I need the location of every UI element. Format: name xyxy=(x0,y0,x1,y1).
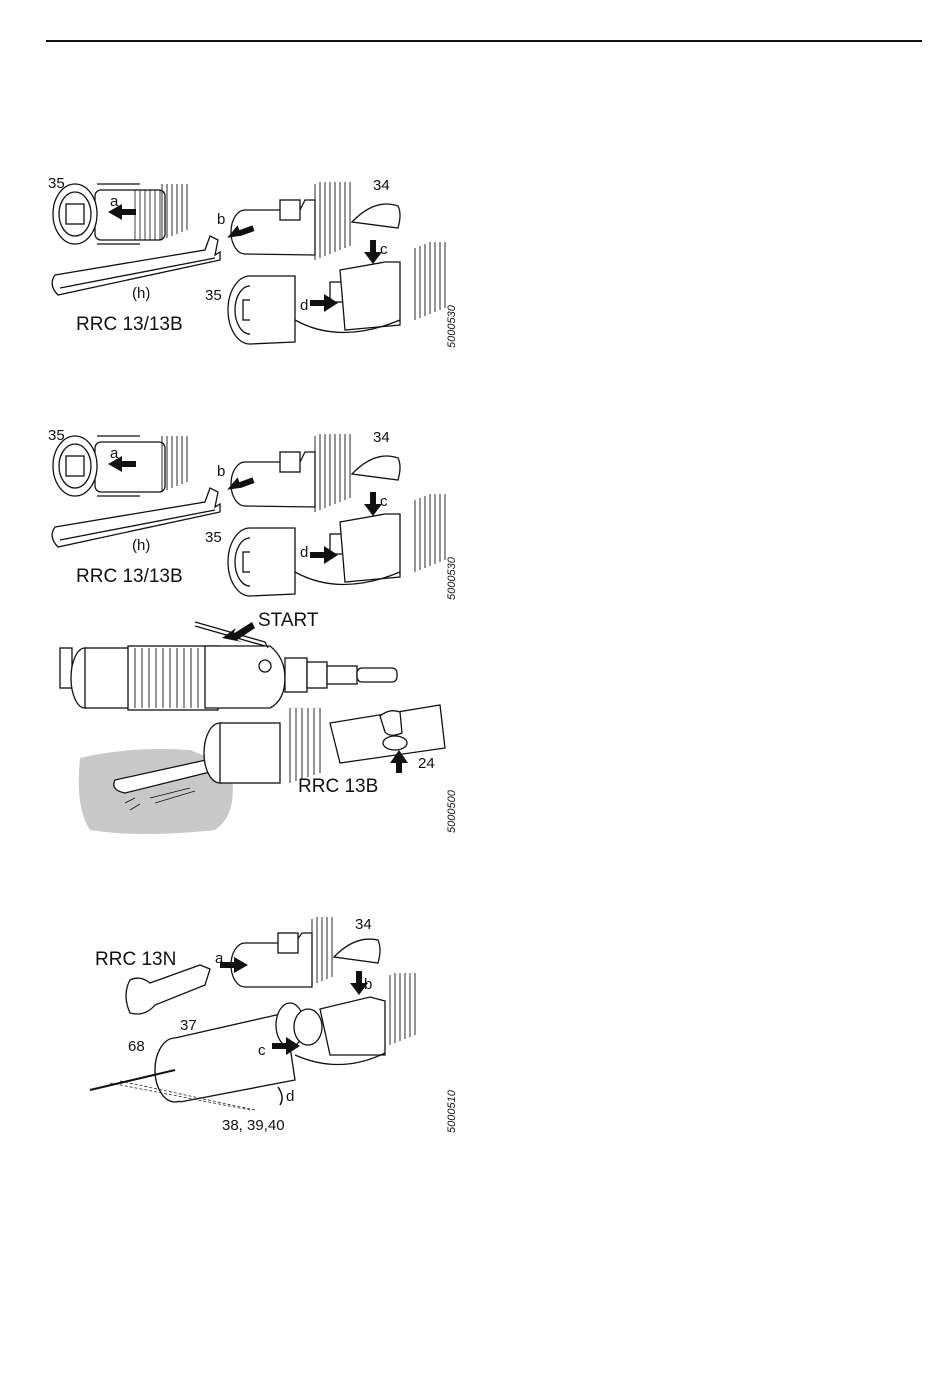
start-label: START xyxy=(258,610,319,631)
callout-b: b xyxy=(217,463,225,480)
callout-34: 34 xyxy=(373,177,390,194)
assembly-illustration-2: 35 34 35 (h) a b c d RRC 13/13B 5000530 xyxy=(40,422,470,607)
callout-34: 34 xyxy=(373,429,390,446)
callout-h: (h) xyxy=(132,285,150,302)
callout-34: 34 xyxy=(355,916,372,933)
figure-assembly-rrc13n: 34 RRC 13N 37 68 38, 39,40 a b c d 50005… xyxy=(40,905,470,1137)
callout-68: 68 xyxy=(128,1038,145,1055)
callout-35: 35 xyxy=(48,427,65,444)
callout-c: c xyxy=(380,493,388,510)
arrow-d xyxy=(278,1087,282,1105)
callout-b: b xyxy=(364,976,372,993)
callout-24: 24 xyxy=(418,755,435,772)
callout-38-39-40: 38, 39,40 xyxy=(222,1117,285,1134)
callout-35: 35 xyxy=(48,175,65,192)
piston-middle xyxy=(231,434,350,512)
model-label: RRC 13N xyxy=(95,949,176,970)
callout-37: 37 xyxy=(180,1017,197,1034)
callout-a: a xyxy=(215,950,224,967)
assembled-unit xyxy=(228,242,445,344)
figure-code: 5000530 xyxy=(446,556,458,600)
callout-a: a xyxy=(110,193,119,210)
callout-b: b xyxy=(217,211,225,228)
callout-c: c xyxy=(258,1042,266,1059)
figure-code: 5000510 xyxy=(446,1089,458,1133)
operation-illustration: START 24 RRC 13B 5000500 xyxy=(40,608,470,840)
wedge-34 xyxy=(352,456,400,480)
callout-c: c xyxy=(380,241,388,258)
figure-assembly-rrc13-repeat: 35 34 35 (h) a b c d RRC 13/13B 5000530 xyxy=(40,422,470,607)
header-rule xyxy=(46,40,922,42)
callout-d: d xyxy=(286,1088,294,1105)
figure-code: 5000530 xyxy=(446,304,458,348)
callout-h: (h) xyxy=(132,537,150,554)
model-label: RRC 13/13B xyxy=(76,314,183,335)
model-label: RRC 13/13B xyxy=(76,566,183,587)
piston-middle xyxy=(231,182,350,260)
assembly-illustration-1: 35 34 35 (h) a b c d RRC 13/13B 5000530 xyxy=(40,170,470,355)
figure-code: 5000500 xyxy=(446,789,458,833)
callout-d: d xyxy=(300,297,308,314)
figure-operation-rrc13b: START 24 RRC 13B 5000500 xyxy=(40,608,470,840)
model-label: RRC 13B xyxy=(298,776,378,797)
callout-35-lower: 35 xyxy=(205,529,222,546)
callout-a: a xyxy=(110,445,119,462)
callout-35-lower: 35 xyxy=(205,287,222,304)
figure-assembly-rrc13: 35 34 35 (h) a b c d RRC 13/13B 5000530 xyxy=(40,170,470,355)
piston-top xyxy=(231,917,332,987)
assembly-illustration-3: 34 RRC 13N 37 68 38, 39,40 a b c d 50005… xyxy=(40,905,470,1137)
callout-d: d xyxy=(300,544,308,561)
sleeve xyxy=(155,1003,304,1102)
part-37 xyxy=(126,965,210,1014)
arrow-start xyxy=(222,622,255,642)
wedge-34 xyxy=(352,204,400,228)
wedge-34 xyxy=(334,939,380,963)
assembled-unit xyxy=(228,494,445,596)
